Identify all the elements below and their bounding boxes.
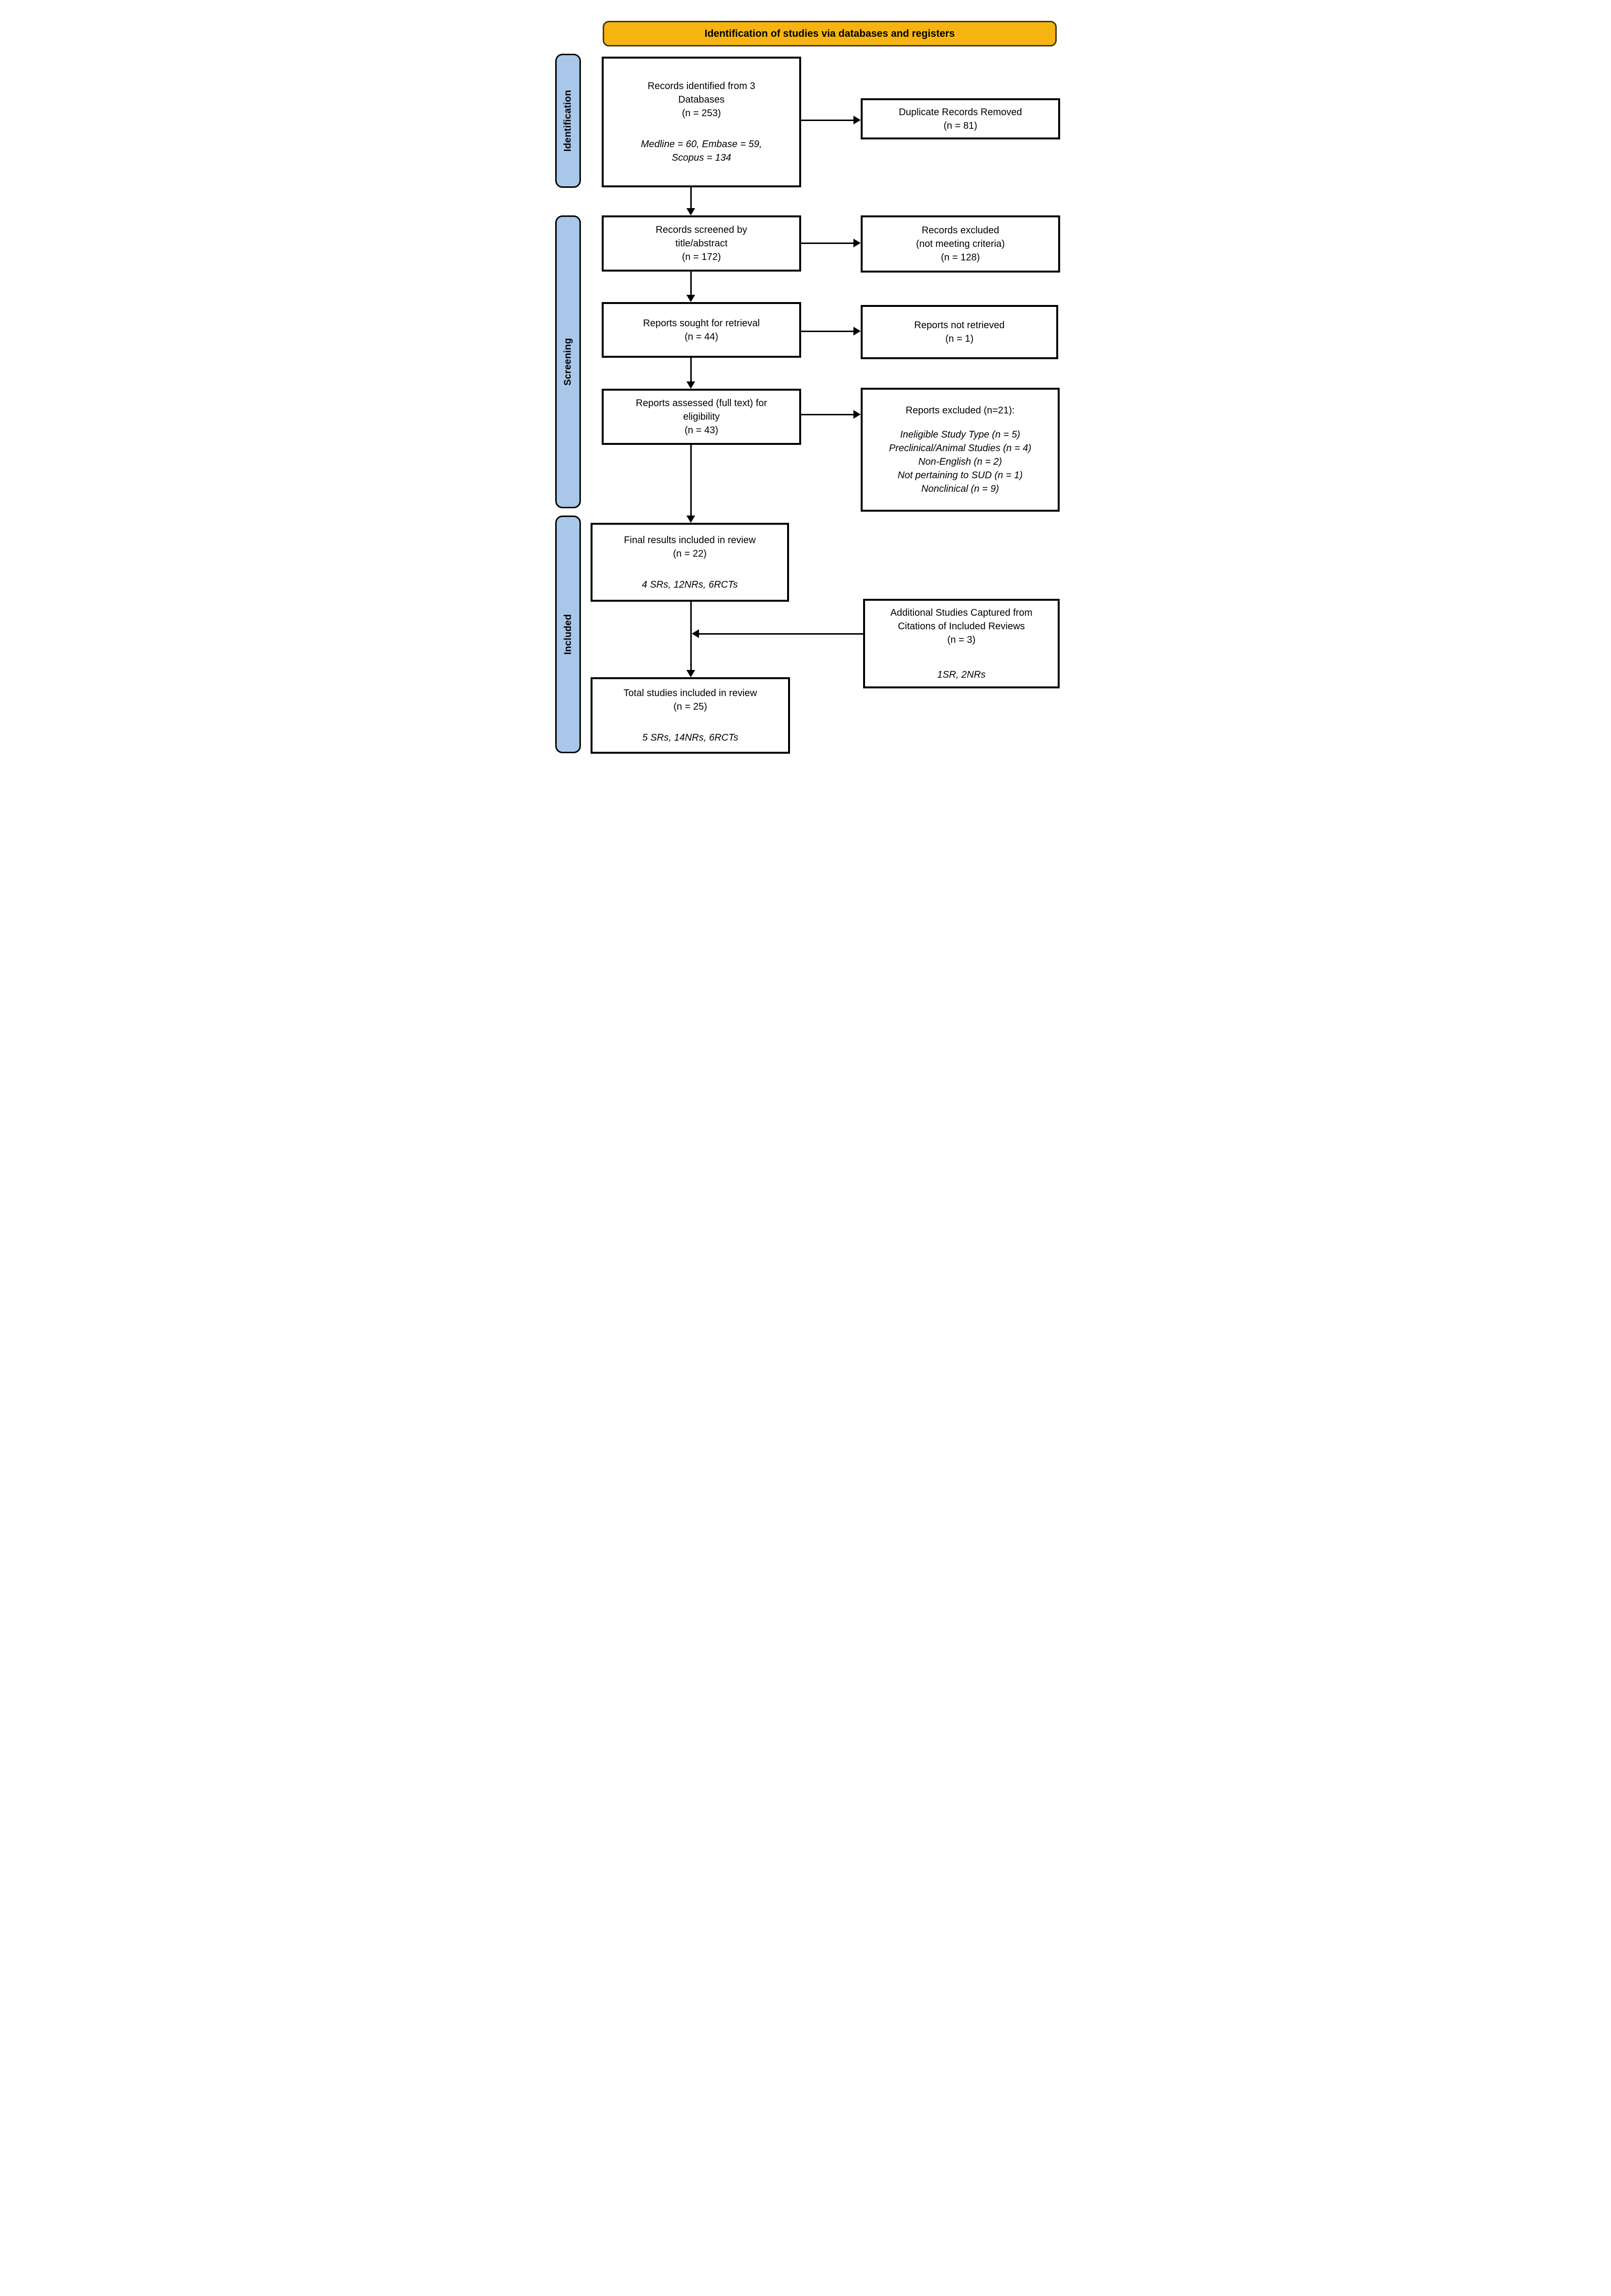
box-reports-sought-text: Reports sought for retrieval(n = 44) — [643, 318, 760, 342]
arrow-line — [690, 445, 692, 516]
box-duplicates-removed-text: Duplicate Records Removed(n = 81) — [898, 106, 1022, 131]
arrowhead-down-icon — [686, 670, 695, 677]
box-records-excluded: Records excluded(not meeting criteria)(n… — [861, 215, 1060, 273]
arrowhead-down-icon — [686, 295, 695, 302]
box-reports-excluded-note: Ineligible Study Type (n = 5)Preclinical… — [889, 429, 1032, 494]
arrowhead-right-icon — [853, 327, 861, 335]
arrow-line — [801, 331, 853, 332]
arrow-line — [690, 358, 692, 381]
arrowhead-right-icon — [853, 239, 861, 247]
arrowhead-down-icon — [686, 381, 695, 389]
box-reports-not-retrieved-text: Reports not retrieved(n = 1) — [914, 320, 1005, 344]
title-banner-label: Identification of studies via databases … — [704, 28, 955, 39]
arrow-line — [690, 272, 692, 295]
box-total-studies: Total studies included in review(n = 25)… — [591, 677, 790, 754]
stage-screening-label: Screening — [562, 338, 573, 386]
box-final-results-text: Final results included in review(n = 22) — [623, 534, 756, 559]
stage-included: Included — [555, 516, 581, 753]
arrowhead-right-icon — [853, 116, 861, 124]
title-banner: Identification of studies via databases … — [603, 21, 1057, 46]
arrow-line — [801, 120, 853, 121]
stage-identification: Identification — [555, 54, 581, 188]
stage-identification-label: Identification — [562, 90, 573, 152]
box-final-results: Final results included in review(n = 22)… — [591, 523, 789, 602]
arrowhead-down-icon — [686, 208, 695, 215]
box-records-identified-note: Medline = 60, Embase = 59,Scopus = 134 — [640, 139, 762, 163]
arrowhead-down-icon — [686, 516, 695, 523]
box-additional-studies-note: 1SR, 2NRs — [937, 669, 986, 680]
prisma-flow-diagram: Identification of studies via databases … — [537, 0, 1074, 765]
box-reports-excluded: Reports excluded (n=21): Ineligible Stud… — [861, 388, 1060, 512]
box-reports-sought: Reports sought for retrieval(n = 44) — [602, 302, 801, 358]
box-reports-not-retrieved: Reports not retrieved(n = 1) — [861, 305, 1058, 359]
arrow-line — [690, 187, 692, 208]
arrow-line — [690, 602, 692, 670]
box-reports-excluded-text: Reports excluded (n=21): — [905, 405, 1015, 416]
box-duplicates-removed: Duplicate Records Removed(n = 81) — [861, 98, 1060, 139]
box-final-results-note: 4 SRs, 12NRs, 6RCTs — [641, 579, 738, 590]
arrow-line — [801, 414, 853, 415]
stage-screening: Screening — [555, 215, 581, 508]
arrow-line — [801, 243, 853, 244]
box-total-studies-note: 5 SRs, 14NRs, 6RCTs — [642, 732, 739, 743]
box-records-excluded-text: Records excluded(not meeting criteria)(n… — [916, 225, 1005, 263]
box-total-studies-text: Total studies included in review(n = 25) — [623, 688, 757, 712]
arrow-line — [699, 633, 863, 635]
arrowhead-left-icon — [692, 629, 699, 638]
arrowhead-right-icon — [853, 410, 861, 419]
stage-included-label: Included — [562, 614, 574, 655]
